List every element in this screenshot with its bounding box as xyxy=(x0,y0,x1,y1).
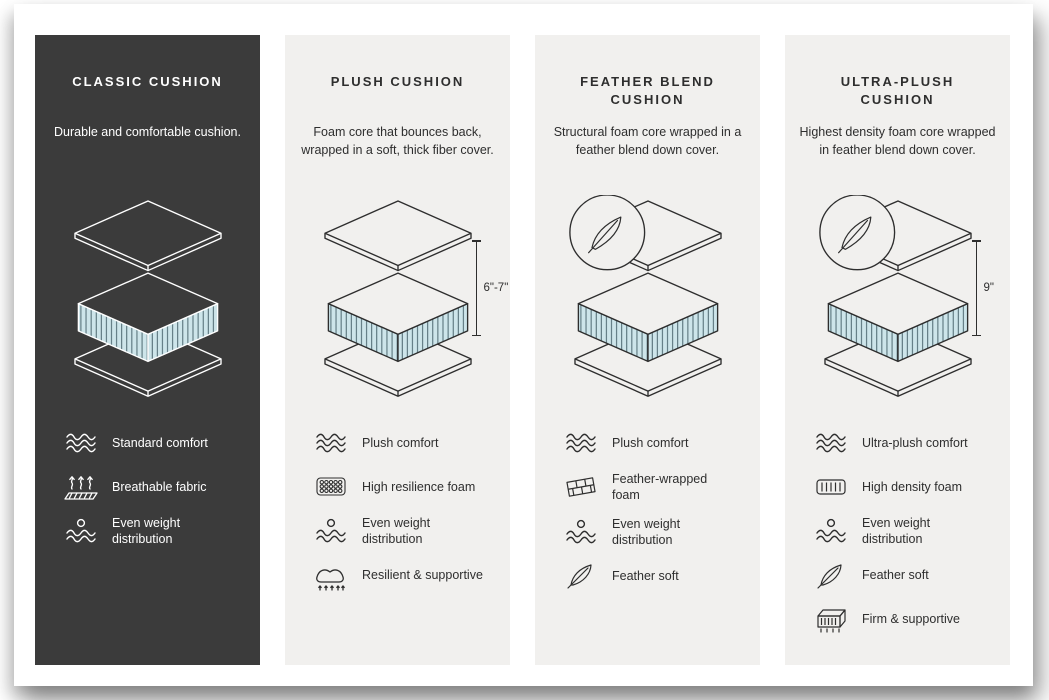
feature-label: Even weight distribution xyxy=(862,516,931,547)
feature-row: Plush comfort xyxy=(563,427,760,459)
measure-label: 9" xyxy=(983,282,994,294)
feature-row: Breathable fabric xyxy=(63,471,260,503)
feature-label: High resilience foam xyxy=(362,479,476,494)
feature-row: Plush comfort xyxy=(313,427,510,459)
feather-icon xyxy=(813,561,849,591)
feature-row: Even weight distribution xyxy=(813,515,1010,548)
feature-row: Firm & supportive xyxy=(813,604,1010,636)
feature-label: Feather-wrapped foam xyxy=(612,472,708,503)
feature-label: Feather soft xyxy=(862,568,929,583)
wave-icon xyxy=(563,428,599,458)
feature-label: Standard comfort xyxy=(112,435,208,450)
high-density-foam-icon xyxy=(813,472,849,502)
height-measure: 6"-7" xyxy=(471,240,509,336)
wave-icon xyxy=(813,428,849,458)
card-description: Structural foam core wrapped in a feathe… xyxy=(553,125,742,158)
cushion-diagram xyxy=(48,195,248,407)
feature-label: Resilient & supportive xyxy=(362,568,483,583)
card-description: Durable and comfortable cushion. xyxy=(54,125,241,139)
card-title: CLASSIC CUSHION xyxy=(72,74,223,89)
feature-row: Standard comfort xyxy=(63,427,260,459)
card-ultra-plush-cushion: ULTRA-PLUSH CUSHION Highest density foam… xyxy=(785,35,1010,665)
resilient-supportive-icon xyxy=(313,561,349,591)
card-plush-cushion: PLUSH CUSHION Foam core that bounces bac… xyxy=(285,35,510,665)
feature-row: Feather soft xyxy=(813,560,1010,592)
card-feather-blend-cushion: FEATHER BLEND CUSHION Structural foam co… xyxy=(535,35,760,665)
weight-distribution-icon xyxy=(813,516,849,546)
feature-list: Ultra-plush comfort High density foam xyxy=(785,427,1010,648)
feather-badge-icon xyxy=(818,195,895,271)
feature-row: Feather soft xyxy=(563,560,760,592)
feature-row: High density foam xyxy=(813,471,1010,503)
card-classic-cushion: CLASSIC CUSHION Durable and comfortable … xyxy=(35,35,260,665)
layered-cushion-illustration xyxy=(568,195,722,397)
feature-list: Plush comfort Feather-wrapped foam xyxy=(535,427,760,604)
feature-label: Breathable fabric xyxy=(112,479,207,494)
weight-distribution-icon xyxy=(63,516,99,546)
feature-row: Feather-wrapped foam xyxy=(563,471,760,504)
feature-label: Firm & supportive xyxy=(862,612,960,627)
layered-cushion-illustration xyxy=(73,200,222,397)
feather-wrapped-foam-icon xyxy=(563,472,599,502)
feature-label: Even weight distribution xyxy=(362,516,431,547)
card-description: Foam core that bounces back, wrapped in … xyxy=(301,125,494,158)
weight-distribution-icon xyxy=(313,516,349,546)
wave-icon xyxy=(313,428,349,458)
feature-row: Even weight distribution xyxy=(63,515,260,548)
feather-badge-icon xyxy=(568,195,645,271)
cushion-diagram xyxy=(548,195,748,407)
feature-list: Plush comfort High resilience foam xyxy=(285,427,510,604)
feature-row: High resilience foam xyxy=(313,471,510,503)
feature-list: Standard comfort Breathable fabric xyxy=(35,427,260,560)
card-title: PLUSH CUSHION xyxy=(330,74,465,89)
feature-label: Even weight distribution xyxy=(112,516,181,547)
firm-supportive-icon xyxy=(813,605,849,635)
cushion-diagram: 9" xyxy=(798,195,998,407)
feature-row: Resilient & supportive xyxy=(313,560,510,592)
layered-cushion-illustration xyxy=(323,200,472,397)
measure-line xyxy=(471,240,481,336)
cushion-diagram: 6"-7" xyxy=(298,195,508,407)
foam-bubbles-icon xyxy=(313,472,349,502)
feature-label: Even weight distribution xyxy=(612,516,681,547)
feature-row: Even weight distribution xyxy=(563,516,760,549)
weight-distribution-icon xyxy=(563,517,599,547)
breathable-icon xyxy=(63,472,99,502)
card-description: Highest density foam core wrapped in fea… xyxy=(799,125,996,158)
feature-row: Ultra-plush comfort xyxy=(813,427,1010,459)
feature-label: High density foam xyxy=(862,479,963,494)
height-measure: 9" xyxy=(971,240,994,336)
feature-label: Plush comfort xyxy=(612,435,689,450)
feature-label: Feather soft xyxy=(612,568,679,583)
card-title: FEATHER BLEND CUSHION xyxy=(580,74,715,108)
wave-icon xyxy=(63,428,99,458)
feather-icon xyxy=(563,561,599,591)
card-title: ULTRA-PLUSH CUSHION xyxy=(840,74,955,108)
feature-row: Even weight distribution xyxy=(313,515,510,548)
feature-label: Plush comfort xyxy=(362,435,439,450)
feature-label: Ultra-plush comfort xyxy=(862,435,968,450)
layered-cushion-illustration xyxy=(818,195,972,397)
infographic-sheet: CLASSIC CUSHION Durable and comfortable … xyxy=(14,4,1033,686)
measure-label: 6"-7" xyxy=(483,282,509,294)
measure-line xyxy=(971,240,981,336)
